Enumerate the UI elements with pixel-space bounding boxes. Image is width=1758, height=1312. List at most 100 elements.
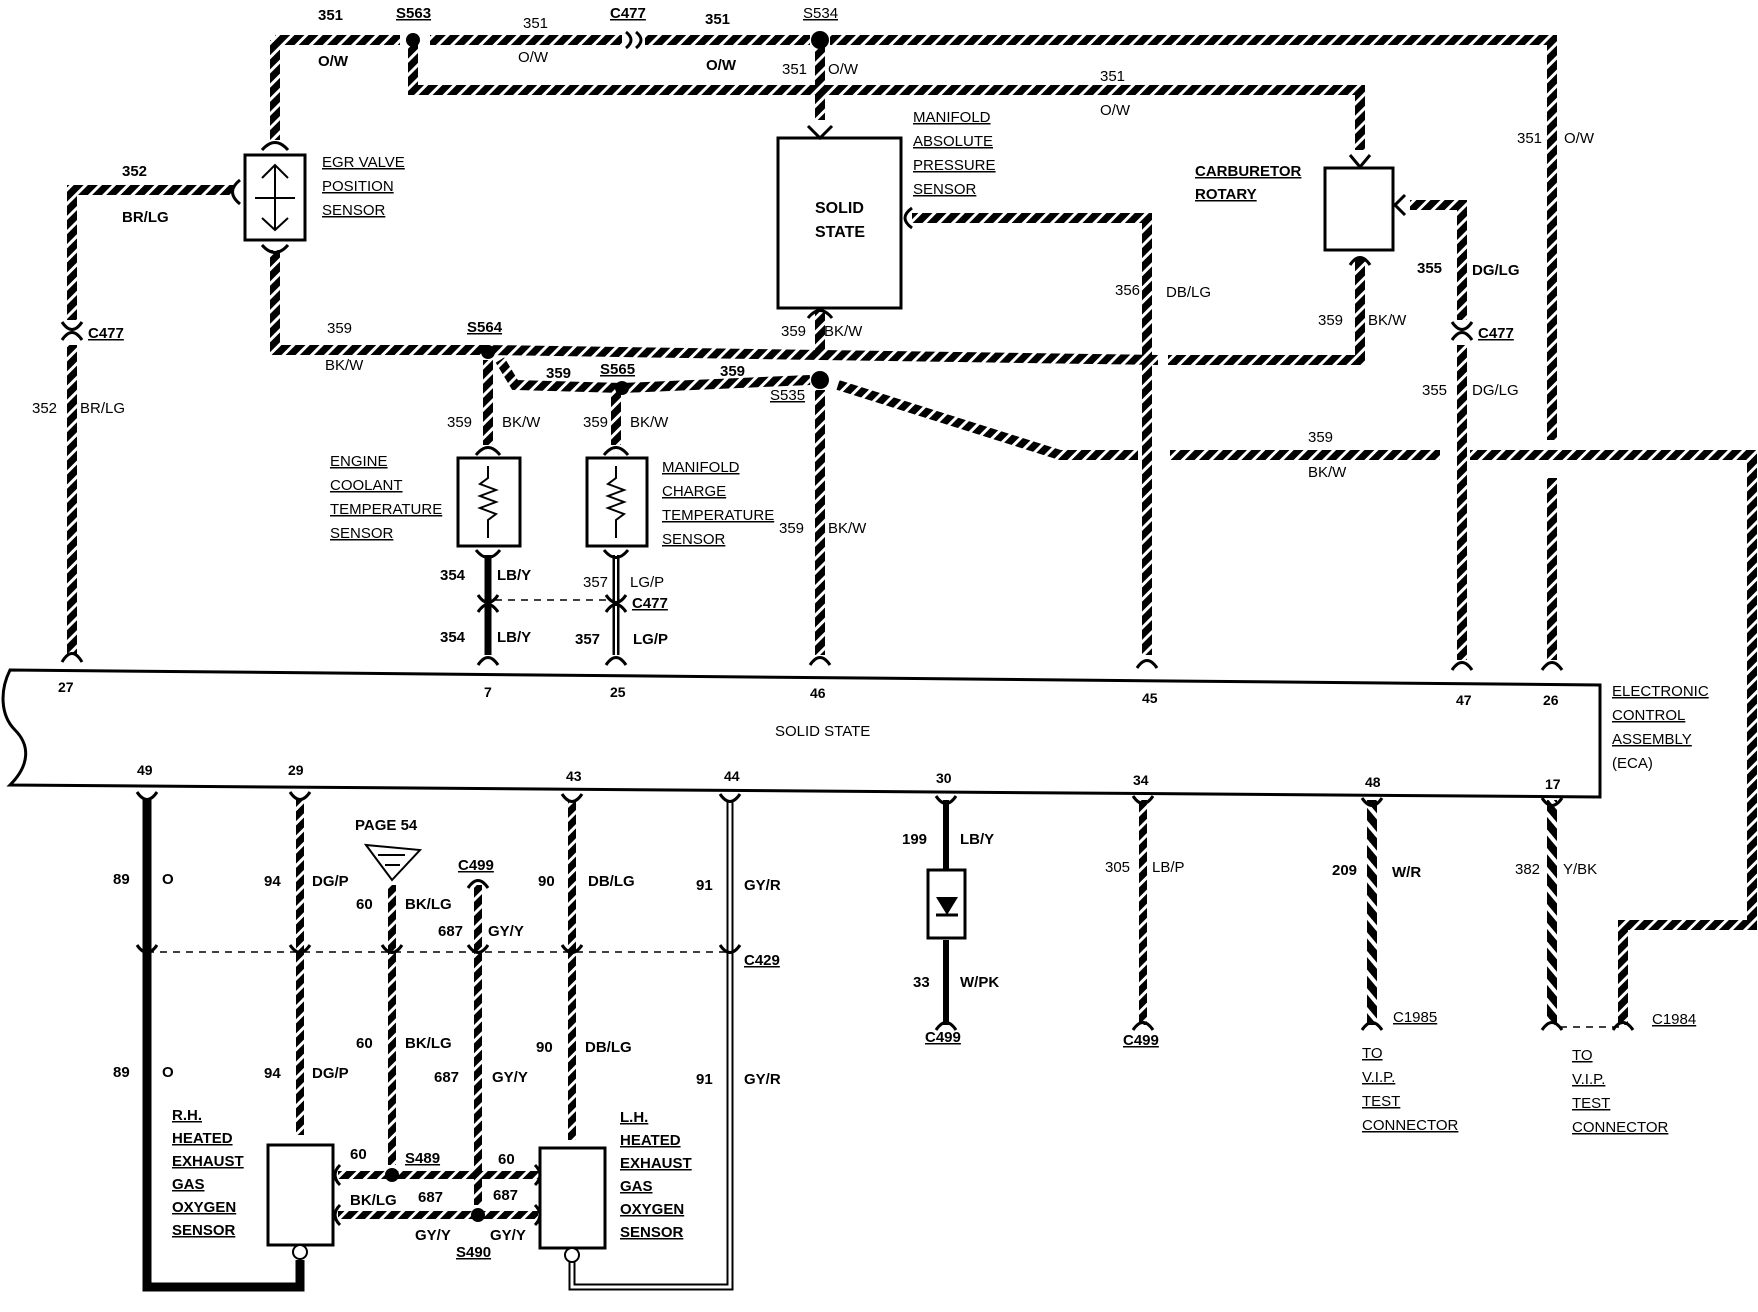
svg-text:94: 94 <box>264 1065 281 1082</box>
svg-text:V.I.P.: V.I.P. <box>1572 1071 1605 1088</box>
svg-text:305: 305 <box>1105 859 1130 876</box>
svg-text:POSITION: POSITION <box>322 178 394 195</box>
svg-text:17: 17 <box>1545 776 1561 792</box>
svg-text:359: 359 <box>1318 312 1343 329</box>
eca-pins: 27 7 25 46 45 47 26 49 29 43 44 30 34 48… <box>58 679 1561 792</box>
svg-text:351: 351 <box>318 7 343 24</box>
svg-text:DG/P: DG/P <box>312 873 349 890</box>
svg-text:EXHAUST: EXHAUST <box>172 1153 244 1170</box>
eca-body-label: SOLID STATE <box>775 723 870 740</box>
svg-text:GY/Y: GY/Y <box>415 1227 451 1244</box>
svg-text:TO: TO <box>1572 1047 1593 1064</box>
svg-text:90: 90 <box>536 1039 553 1056</box>
wire-89 <box>142 800 305 1292</box>
svg-text:60: 60 <box>498 1151 515 1168</box>
svg-text:O: O <box>162 1064 174 1081</box>
svg-text:SENSOR: SENSOR <box>172 1222 236 1239</box>
svg-text:DB/LG: DB/LG <box>585 1039 632 1056</box>
svg-text:BK/W: BK/W <box>1308 464 1347 481</box>
wire-356 <box>912 213 1152 655</box>
svg-text:199: 199 <box>902 831 927 848</box>
svg-text:48: 48 <box>1365 774 1381 790</box>
svg-text:91: 91 <box>696 1071 713 1088</box>
svg-text:351: 351 <box>1517 130 1542 147</box>
svg-text:43: 43 <box>566 768 582 784</box>
svg-text:355: 355 <box>1417 260 1442 277</box>
svg-text:C1985: C1985 <box>1393 1009 1437 1026</box>
svg-text:687: 687 <box>434 1069 459 1086</box>
svg-text:TEMPERATURE: TEMPERATURE <box>330 501 442 518</box>
svg-text:DB/LG: DB/LG <box>588 873 635 890</box>
svg-text:CARBURETOR: CARBURETOR <box>1195 163 1302 180</box>
svg-text:354: 354 <box>440 629 466 646</box>
vip-test-connector-2: TO V.I.P. TEST CONNECTOR <box>1572 1047 1669 1136</box>
svg-text:EXHAUST: EXHAUST <box>620 1155 692 1172</box>
svg-text:C477: C477 <box>610 5 646 22</box>
svg-text:46: 46 <box>810 685 826 701</box>
svg-text:ENGINE: ENGINE <box>330 453 388 470</box>
svg-text:BK/W: BK/W <box>325 357 364 374</box>
svg-text:C477: C477 <box>632 595 668 612</box>
svg-text:EGR VALVE: EGR VALVE <box>322 154 405 171</box>
svg-text:TO: TO <box>1362 1045 1383 1062</box>
svg-text:687: 687 <box>418 1189 443 1206</box>
map-sensor-label: MANIFOLD ABSOLUTE PRESSURE SENSOR <box>913 109 996 198</box>
page-reference: PAGE 54 <box>355 817 423 882</box>
svg-text:357: 357 <box>583 574 608 591</box>
carburetor-rotary: CARBURETOR ROTARY <box>1195 154 1407 266</box>
svg-text:359: 359 <box>546 365 571 382</box>
wire-labels: 351 O/W 351 O/W 351 O/W 351 O/W 351 O/W … <box>32 7 1597 1244</box>
svg-text:GY/Y: GY/Y <box>492 1069 528 1086</box>
wire-352 <box>67 185 234 655</box>
svg-text:CONNECTOR: CONNECTOR <box>1362 1117 1459 1134</box>
svg-text:DG/P: DG/P <box>312 1065 349 1082</box>
svg-text:SOLID: SOLID <box>815 200 864 217</box>
svg-text:O/W: O/W <box>518 49 549 66</box>
svg-text:COOLANT: COOLANT <box>330 477 403 494</box>
svg-text:ASSEMBLY: ASSEMBLY <box>1612 731 1692 748</box>
svg-text:DB/LG: DB/LG <box>1166 284 1211 301</box>
svg-text:SENSOR: SENSOR <box>913 181 977 198</box>
svg-text:C499: C499 <box>1123 1032 1159 1049</box>
svg-text:25: 25 <box>610 684 626 700</box>
svg-text:49: 49 <box>137 762 153 778</box>
svg-text:SENSOR: SENSOR <box>322 202 386 219</box>
svg-text:ROTARY: ROTARY <box>1195 186 1257 203</box>
eca-title: ELECTRONIC CONTROL ASSEMBLY (ECA) <box>1612 683 1709 772</box>
svg-text:S534: S534 <box>803 5 838 22</box>
svg-text:GY/Y: GY/Y <box>490 1227 526 1244</box>
svg-text:33: 33 <box>913 974 930 991</box>
svg-text:7: 7 <box>484 684 492 700</box>
svg-text:44: 44 <box>724 768 740 784</box>
svg-text:S535: S535 <box>770 387 805 404</box>
svg-text:O/W: O/W <box>706 57 737 74</box>
svg-text:DG/LG: DG/LG <box>1472 382 1519 399</box>
svg-text:OXYGEN: OXYGEN <box>172 1199 236 1216</box>
pin-terminals <box>60 652 1564 807</box>
svg-text:47: 47 <box>1456 692 1472 708</box>
svg-text:TEST: TEST <box>1362 1093 1400 1110</box>
svg-text:HEATED: HEATED <box>172 1130 233 1147</box>
splice-dots <box>385 31 829 1222</box>
wires-bottom <box>296 800 1557 1219</box>
svg-text:Y/BK: Y/BK <box>1563 861 1597 878</box>
svg-text:O/W: O/W <box>318 53 349 70</box>
svg-text:SENSOR: SENSOR <box>620 1224 684 1241</box>
svg-text:26: 26 <box>1543 692 1559 708</box>
svg-text:GY/R: GY/R <box>744 1071 781 1088</box>
svg-text:SENSOR: SENSOR <box>662 531 726 548</box>
svg-text:351: 351 <box>705 11 730 28</box>
svg-text:BK/LG: BK/LG <box>405 896 452 913</box>
svg-text:O: O <box>162 871 174 888</box>
svg-text:359: 359 <box>327 320 352 337</box>
svg-text:W/R: W/R <box>1392 864 1421 881</box>
map-sensor-block: SOLID STATE <box>776 124 913 319</box>
splice-labels: S563 S534 S564 S565 S535 S489 S490 <box>396 5 838 1261</box>
svg-text:91: 91 <box>696 877 713 894</box>
wire-355 <box>1410 200 1467 660</box>
svg-text:LG/P: LG/P <box>630 574 664 591</box>
vip-test-connector-1: TO V.I.P. TEST CONNECTOR <box>1362 1045 1459 1134</box>
svg-text:C477: C477 <box>88 325 124 342</box>
svg-text:STATE: STATE <box>815 224 865 241</box>
